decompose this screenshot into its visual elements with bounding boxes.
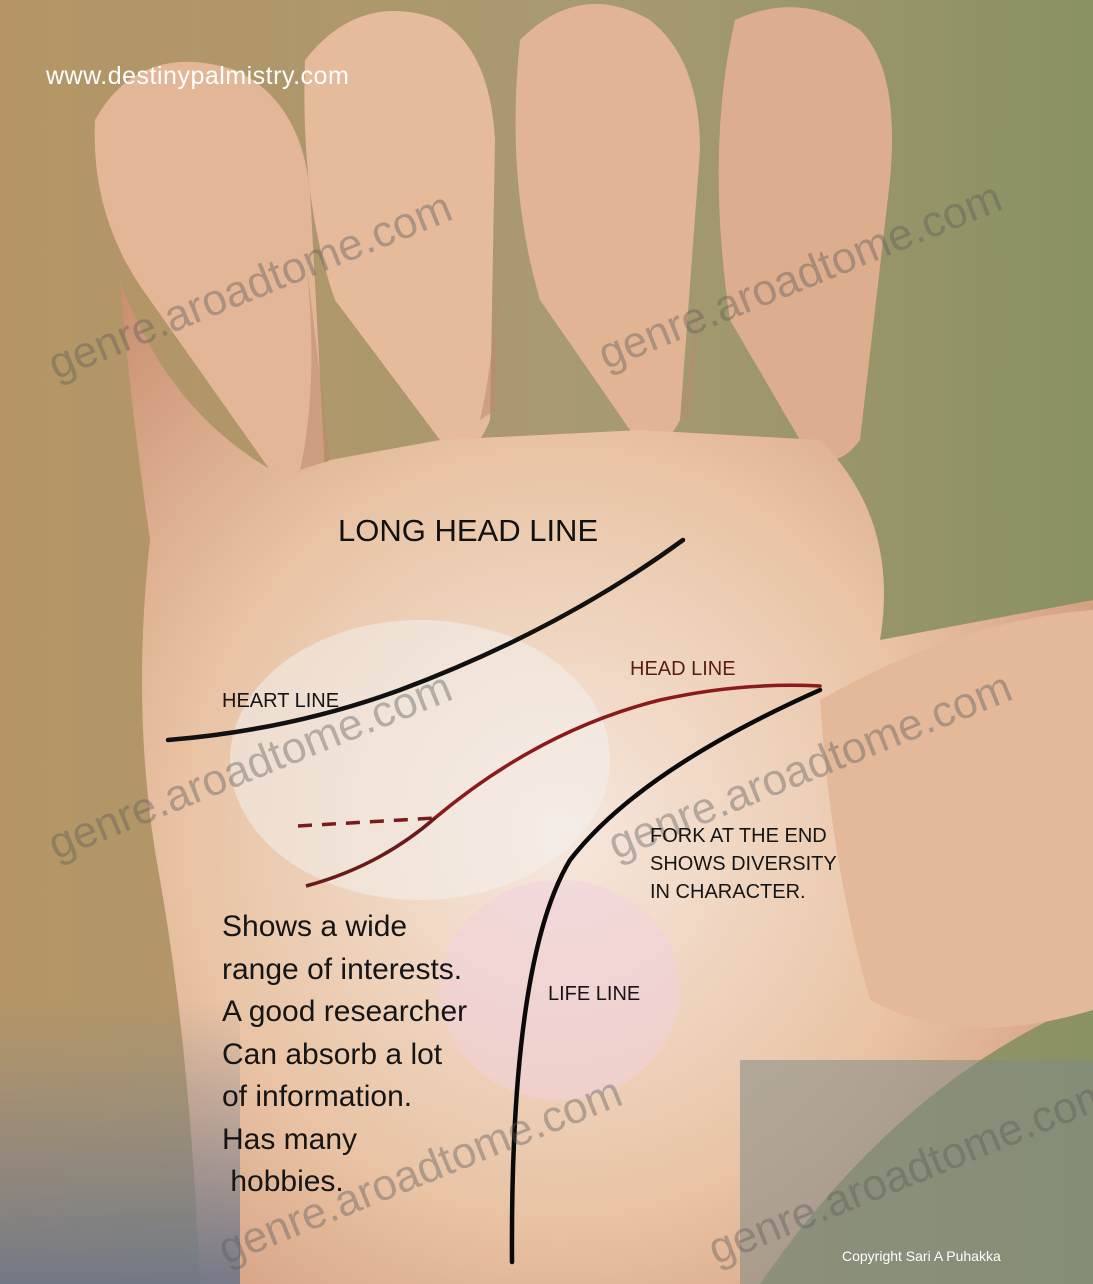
description-line: Shows a wide	[222, 906, 467, 949]
fork-annotation-line: IN CHARACTER.	[650, 878, 837, 906]
description-line: of information.	[222, 1076, 467, 1119]
fork-annotation-line: FORK AT THE END	[650, 822, 837, 850]
head-line-label: HEAD LINE	[630, 658, 736, 681]
site-url: www.destinypalmistry.com	[46, 62, 349, 91]
description-line: A good researcher	[222, 991, 467, 1034]
description-text: Shows a wide range of interests. A good …	[222, 906, 467, 1204]
description-line: Has many	[222, 1119, 467, 1162]
description-line: hobbies.	[222, 1161, 467, 1204]
fork-annotation: FORK AT THE END SHOWS DIVERSITY IN CHARA…	[650, 822, 837, 906]
long-head-line-label: LONG HEAD LINE	[338, 513, 598, 549]
heart-line-label: HEART LINE	[222, 690, 339, 713]
description-line: Can absorb a lot	[222, 1034, 467, 1077]
copyright-notice: Copyright Sari A Puhakka	[842, 1248, 1001, 1264]
fork-annotation-line: SHOWS DIVERSITY	[650, 850, 837, 878]
description-line: range of interests.	[222, 949, 467, 992]
life-line-label: LIFE LINE	[548, 983, 640, 1006]
